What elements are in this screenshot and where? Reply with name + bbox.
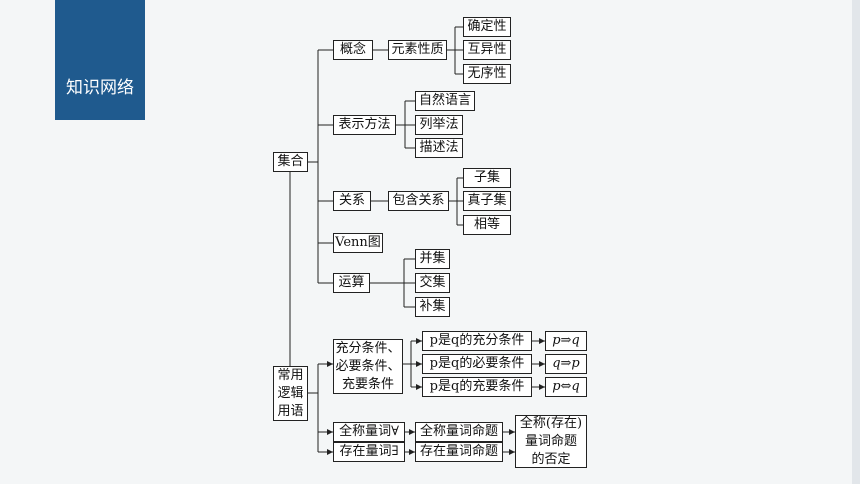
- node-equal: 相等: [463, 215, 511, 235]
- node-subset: 子集: [463, 168, 511, 188]
- node-inclusion: 包含关系: [388, 191, 449, 211]
- node-universal-prop: 全称量词命题: [415, 422, 503, 442]
- right-edge-stripe: [852, 0, 860, 484]
- node-existential: 存在量词∃: [333, 442, 405, 462]
- node-property-definiteness: 确定性: [463, 17, 511, 37]
- node-set: 集合: [273, 152, 308, 172]
- negation-line-2: 量词命题: [524, 433, 577, 449]
- section-title: 知识网络: [66, 78, 134, 98]
- node-description: 描述法: [415, 138, 463, 158]
- node-proper-subset: 真子集: [463, 191, 511, 211]
- node-intersection: 交集: [415, 273, 450, 293]
- node-concept: 概念: [333, 40, 373, 60]
- node-natural-language: 自然语言: [415, 91, 475, 111]
- node-property-unordered: 无序性: [463, 64, 511, 84]
- node-representation: 表示方法: [333, 115, 396, 135]
- node-sufficient: p是q的充分条件: [422, 331, 532, 351]
- section-badge: 知识网络: [55, 0, 145, 120]
- node-complement: 补集: [415, 297, 450, 317]
- conditions-line-3: 充要条件: [341, 376, 394, 392]
- node-sufficient-necessary: p是q的充要条件: [422, 377, 532, 397]
- node-necessary: p是q的必要条件: [422, 354, 532, 374]
- logic-line-3: 用语: [277, 403, 304, 419]
- node-property-distinctness: 互异性: [463, 40, 511, 60]
- conditions-line-2: 必要条件、: [335, 358, 401, 374]
- node-union: 并集: [415, 249, 450, 269]
- negation-line-3: 的否定: [531, 451, 571, 467]
- logic-line-1: 常用: [277, 367, 304, 383]
- node-symbol-implied: q⇒p: [545, 354, 587, 374]
- node-relation: 关系: [333, 191, 371, 211]
- node-existential-prop: 存在量词命题: [415, 442, 503, 462]
- node-symbol-implies: p⇒q: [545, 331, 587, 351]
- node-negation: 全称(存在) 量词命题 的否定: [515, 415, 587, 468]
- node-universal: 全称量词∀: [333, 422, 405, 442]
- node-element-property: 元素性质: [388, 40, 447, 60]
- node-venn: Venn图: [333, 233, 383, 253]
- node-enumeration: 列举法: [415, 115, 463, 135]
- node-conditions: 充分条件、 必要条件、 充要条件: [333, 339, 403, 394]
- node-logic: 常用 逻辑 用语: [273, 366, 308, 421]
- negation-line-1: 全称(存在): [519, 415, 583, 431]
- logic-line-2: 逻辑: [277, 385, 304, 401]
- node-symbol-equivalent: p⇔q: [545, 377, 587, 397]
- conditions-line-1: 充分条件、: [335, 340, 401, 356]
- node-operation: 运算: [333, 273, 370, 293]
